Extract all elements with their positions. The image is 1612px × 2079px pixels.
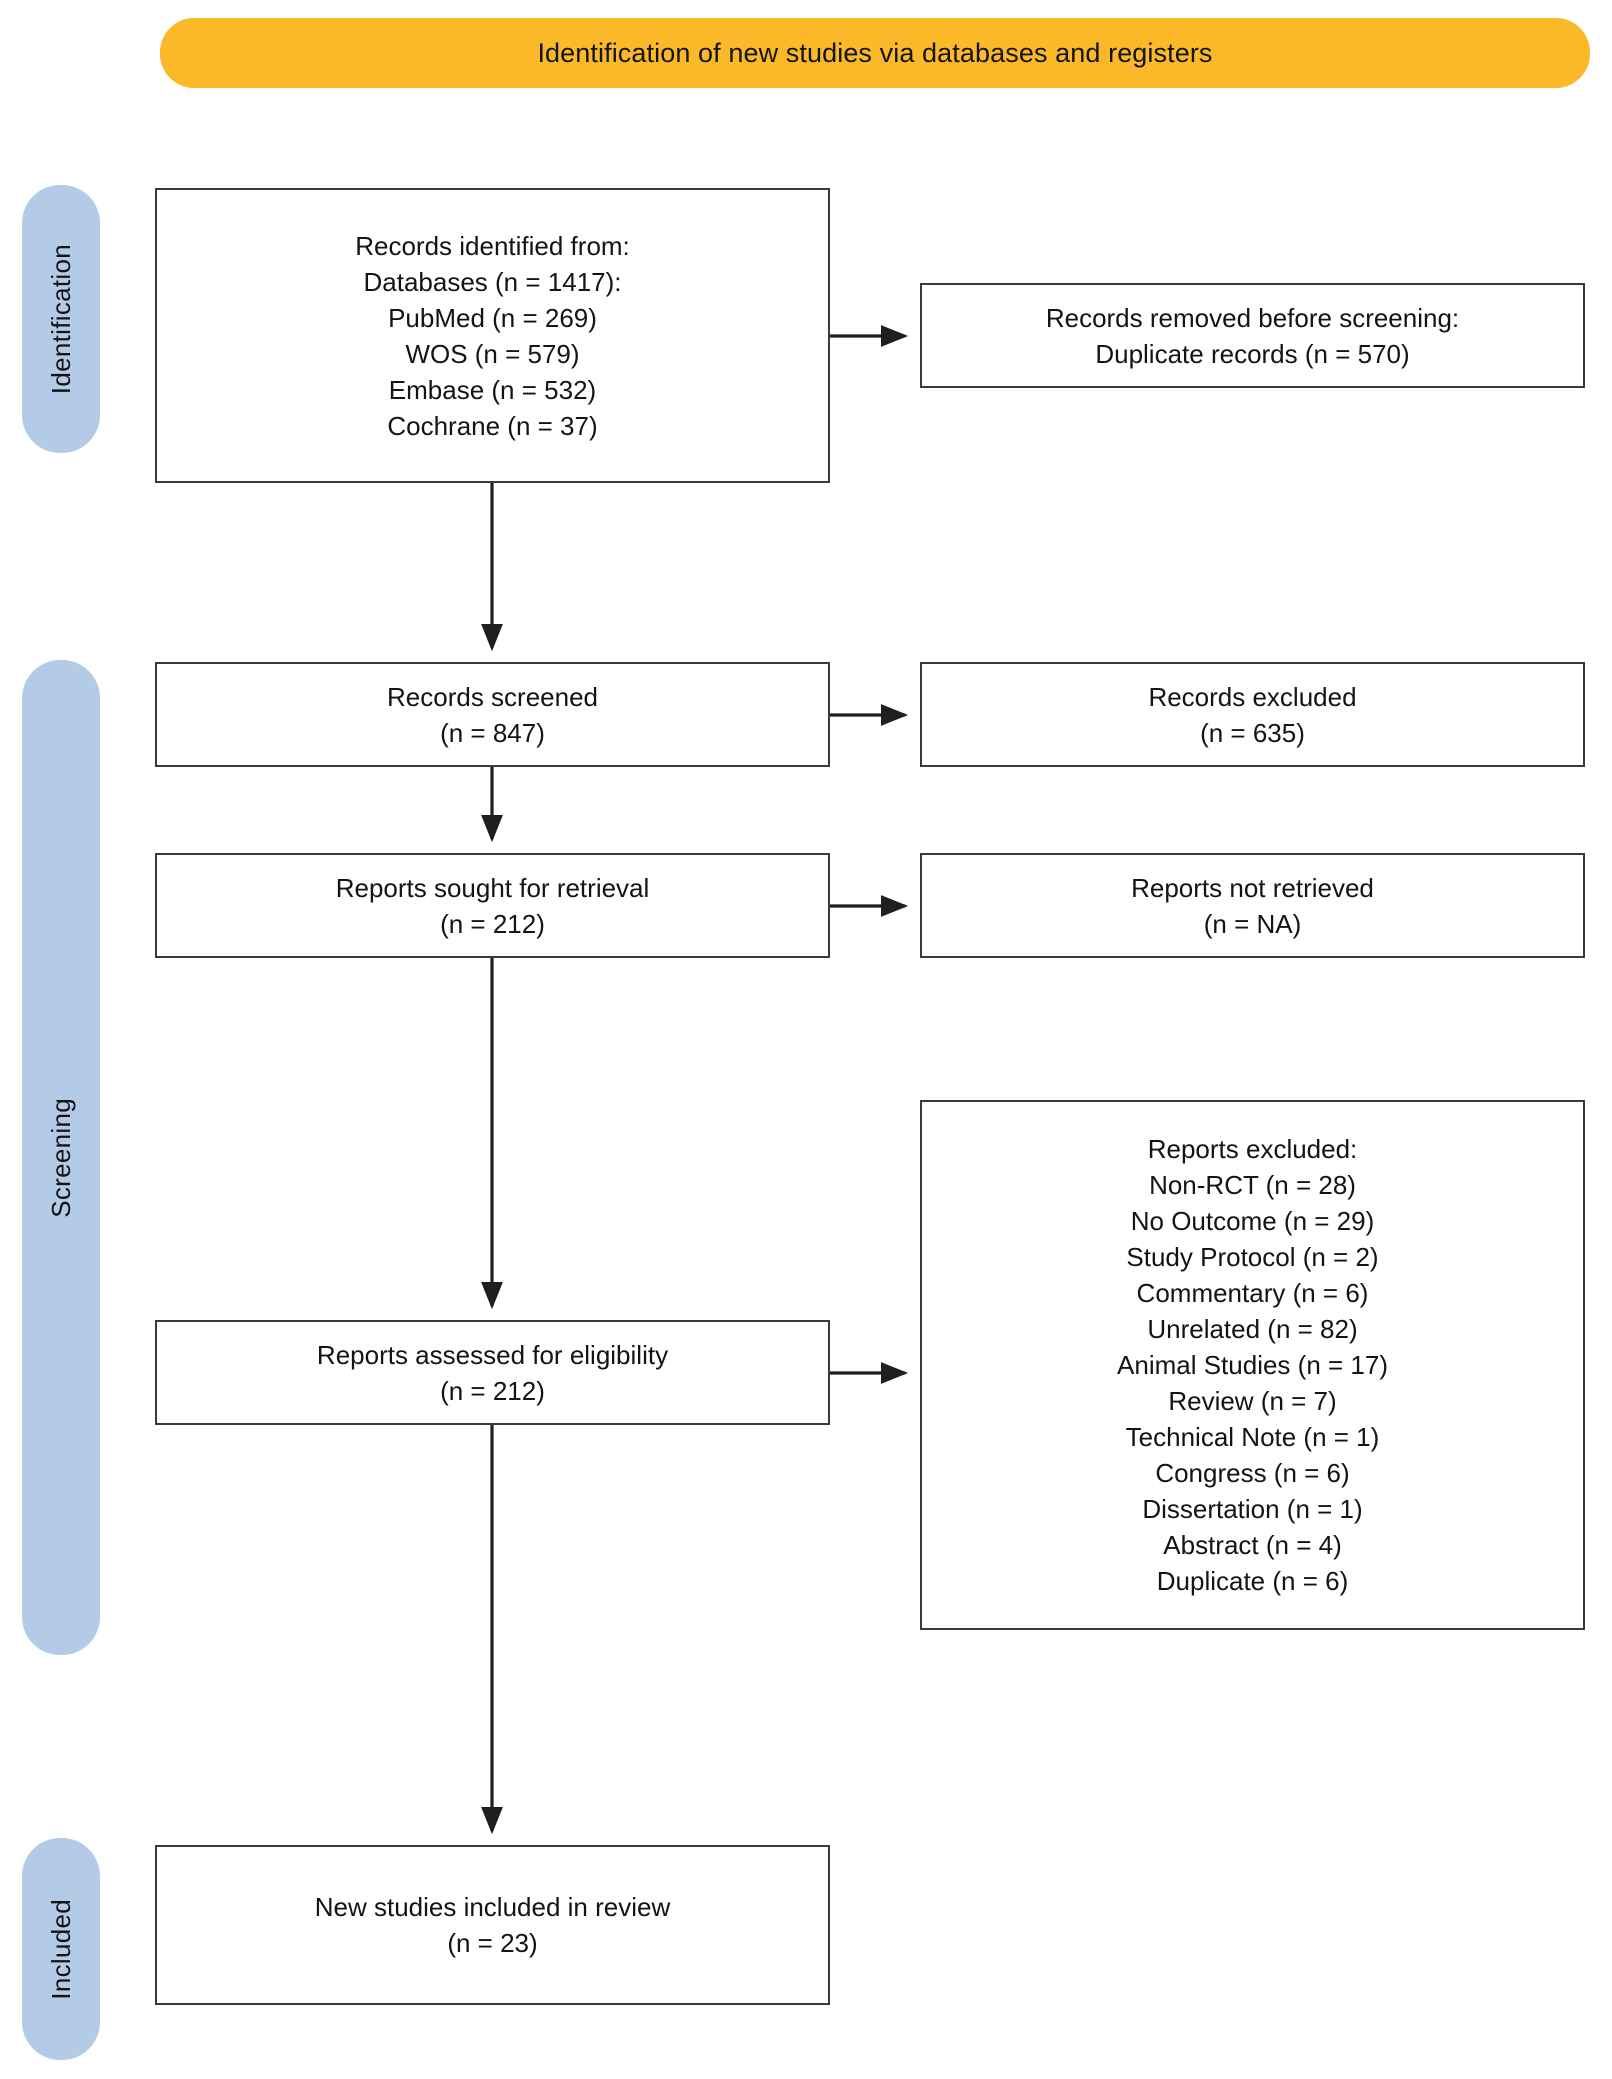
box-line: Commentary (n = 6) — [1136, 1278, 1369, 1308]
box-reports-sought: Reports sought for retrieval (n = 212) — [155, 853, 830, 958]
stage-included-text: Included — [45, 1898, 76, 2000]
box-line: (n = NA) — [1203, 908, 1302, 939]
box-reports-not-retrieved: Reports not retrieved (n = NA) — [920, 853, 1585, 958]
box-line: Records identified from: — [355, 230, 630, 261]
box-line: Records removed before screening: — [1045, 302, 1460, 333]
box-line: Congress (n = 6) — [1155, 1458, 1350, 1488]
box-line: WOS (n = 579) — [405, 338, 580, 369]
stage-identification-text: Identification — [45, 243, 76, 395]
box-line: Reports sought for retrieval — [335, 872, 650, 903]
box-line: Abstract (n = 4) — [1163, 1530, 1342, 1560]
box-line: Duplicate (n = 6) — [1156, 1566, 1349, 1596]
box-records-identified: Records identified from: Databases (n = … — [155, 188, 830, 483]
stage-label-included: Included — [22, 1838, 100, 2060]
stage-label-screening: Screening — [22, 660, 100, 1655]
box-reports-assessed: Reports assessed for eligibility (n = 21… — [155, 1320, 830, 1425]
box-line: Records screened — [387, 681, 598, 712]
box-new-studies-included: New studies included in review (n = 23) — [155, 1845, 830, 2005]
box-line: Reports assessed for eligibility — [316, 1339, 669, 1370]
box-line: Animal Studies (n = 17) — [1117, 1350, 1388, 1380]
box-line: Embase (n = 532) — [388, 374, 597, 405]
box-line: (n = 23) — [447, 1928, 538, 1958]
stage-label-identification: Identification — [22, 185, 100, 453]
box-line: Review (n = 7) — [1168, 1386, 1337, 1416]
box-line: Duplicate records (n = 570) — [1095, 338, 1410, 369]
box-line: Technical Note (n = 1) — [1125, 1422, 1380, 1452]
box-line: Databases (n = 1417): — [363, 266, 622, 297]
box-line: (n = 635) — [1200, 717, 1305, 748]
box-line: PubMed (n = 269) — [388, 302, 597, 333]
box-records-removed: Records removed before screening: Duplic… — [920, 283, 1585, 388]
diagram-banner: Identification of new studies via databa… — [160, 18, 1590, 88]
box-line: (n = 847) — [440, 717, 545, 748]
banner-title: Identification of new studies via databa… — [537, 37, 1213, 68]
box-records-screened: Records screened (n = 847) — [155, 662, 830, 767]
box-line: No Outcome (n = 29) — [1130, 1206, 1375, 1236]
box-line: Reports not retrieved — [1131, 872, 1374, 903]
box-line: (n = 212) — [440, 1375, 545, 1406]
box-line: Study Protocol (n = 2) — [1126, 1242, 1379, 1272]
box-line: (n = 212) — [440, 908, 545, 939]
box-reports-excluded: Reports excluded: Non-RCT (n = 28) No Ou… — [920, 1100, 1585, 1630]
stage-screening-text: Screening — [45, 1097, 76, 1218]
box-line: New studies included in review — [314, 1892, 671, 1922]
box-line: Cochrane (n = 37) — [387, 410, 598, 441]
box-line: Records excluded — [1148, 681, 1357, 712]
box-line: Reports excluded: — [1147, 1134, 1358, 1164]
box-records-excluded: Records excluded (n = 635) — [920, 662, 1585, 767]
box-line: Non-RCT (n = 28) — [1149, 1170, 1356, 1200]
box-line: Unrelated (n = 82) — [1147, 1314, 1358, 1344]
box-line: Dissertation (n = 1) — [1142, 1494, 1363, 1524]
